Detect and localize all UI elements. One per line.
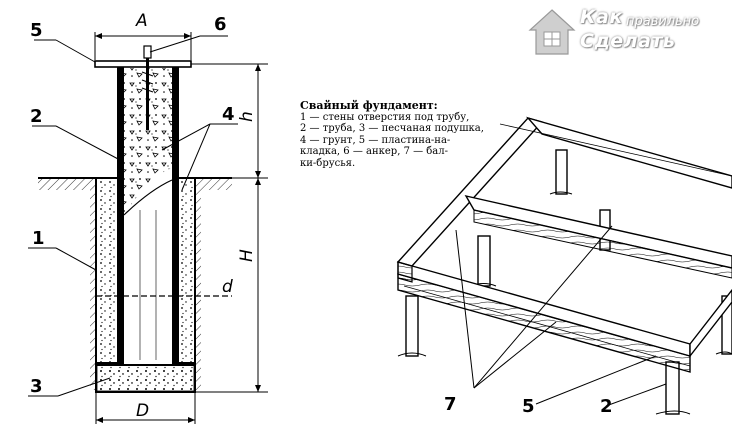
label-6: 6: [214, 14, 227, 35]
soil-fill: [90, 190, 96, 390]
frame-drawing: 7 5 2: [396, 116, 732, 417]
dimension-h-H: h H d: [191, 63, 268, 393]
section-drawing: A D h H d 5: [28, 11, 268, 424]
label-4: 4: [222, 104, 235, 125]
dim-d-label: d: [222, 277, 233, 297]
label-3: 3: [30, 376, 43, 397]
frame-label-2: 2: [600, 396, 613, 417]
site-logo: Как правильно Сделать: [526, 4, 730, 62]
concrete-fill: [124, 68, 172, 215]
dim-h-label: h: [237, 111, 257, 122]
right-beam: [689, 288, 732, 359]
caption: Свайный фундамент: 1 — стены отверстия п…: [300, 100, 500, 169]
sand-cushion: [96, 364, 195, 392]
caption-line: 2 — труба, 3 — песчаная подушка,: [300, 123, 484, 134]
section-labels: 5 6 2 4 1 3: [28, 14, 238, 397]
front-beam: [397, 273, 691, 373]
dim-D-label: D: [136, 401, 149, 421]
logo-text-sdelat: Сделать: [580, 30, 676, 52]
anchor: [141, 45, 154, 130]
hole-walls: [95, 178, 196, 393]
plate: [94, 60, 192, 68]
label-5: 5: [30, 20, 43, 41]
label-1: 1: [32, 228, 45, 249]
dim-A-label: A: [135, 11, 148, 31]
caption-line: кладка, 6 — анкер, 7 — бал-: [300, 146, 448, 157]
label-2: 2: [30, 106, 43, 127]
dim-H-label: H: [237, 249, 257, 262]
middle-beam: [464, 194, 732, 269]
caption-line: 1 — стены отверстия под трубу,: [300, 111, 470, 123]
frame-label-7: 7: [444, 394, 457, 415]
logo-text-pravilno: правильно: [626, 14, 700, 29]
dimension-A: A: [94, 11, 192, 60]
caption-line: ки-брусья.: [300, 157, 356, 169]
caption-title: Свайный фундамент:: [300, 99, 438, 112]
dimension-D: D: [95, 392, 196, 424]
logo-text-kak: Как: [580, 6, 623, 28]
pipe: [117, 65, 179, 365]
frame-leaders: [455, 225, 667, 407]
frame-label-5: 5: [522, 396, 535, 417]
house-icon: [528, 9, 576, 55]
caption-line: 4 — грунт, 5 — пластина-на-: [300, 134, 451, 146]
